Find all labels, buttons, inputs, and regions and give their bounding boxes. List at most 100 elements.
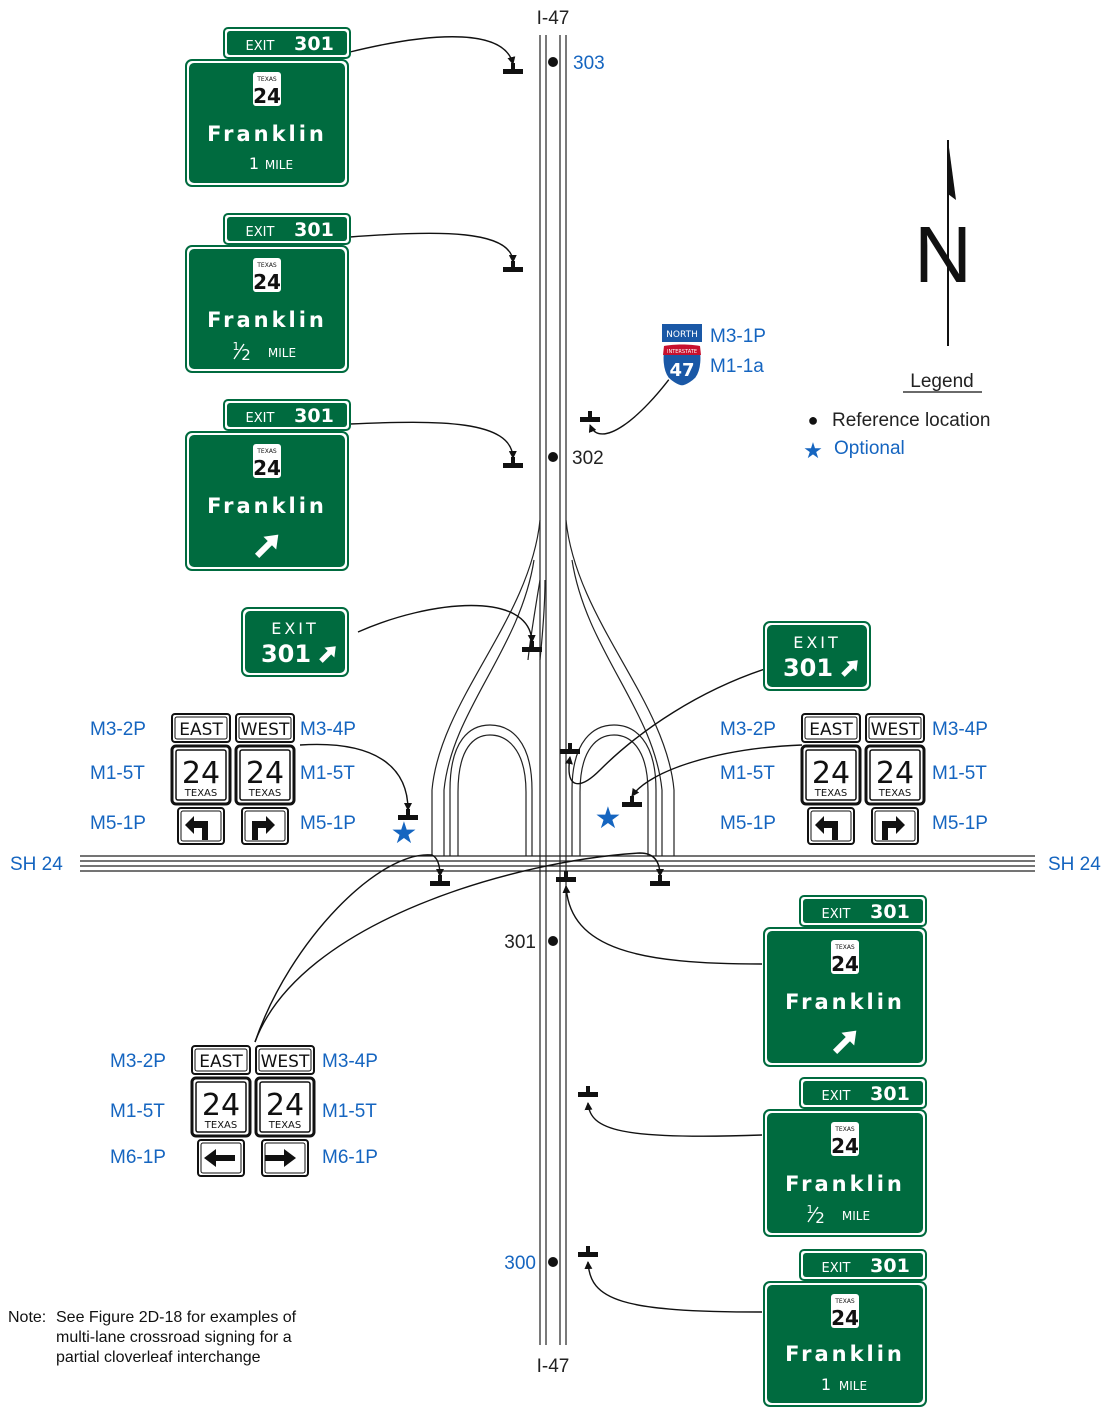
shield-state: TEXAS	[268, 1120, 301, 1131]
note-label: Note:	[8, 1309, 46, 1326]
reference-location-302: 302	[548, 448, 604, 469]
route-label-top: I-47	[537, 8, 570, 29]
sign-support-icon	[578, 1246, 598, 1257]
ramps-and-loops	[431, 519, 675, 856]
exit-tab-word: EXIT	[246, 411, 275, 426]
sign-support-icon	[503, 63, 523, 74]
leader-lines	[254, 36, 803, 1313]
code-m1-5t: M1-5T	[720, 763, 775, 784]
guide-sign-half-mile-sb: EXIT 301 TEXAS 24 Franklin 1 2 MILE	[185, 213, 351, 373]
shield-number: 24	[246, 756, 284, 791]
guide-sign-1-mile-nb: EXIT 301 TEXAS 24 Franklin 1 MILE	[763, 1249, 927, 1407]
exit-tab-number: 301	[870, 901, 910, 923]
distance-number: 1	[249, 154, 259, 173]
gore-exit-word: EXIT	[793, 633, 841, 652]
shield-state: TEXAS	[814, 788, 847, 799]
code-m1-1a: M1-1a	[710, 356, 764, 377]
code-m1-5t: M1-5T	[932, 763, 987, 784]
exit-tab-word: EXIT	[246, 225, 275, 240]
fraction-denominator: 2	[241, 346, 251, 364]
destination: Franklin	[207, 122, 327, 146]
up-right-arrow-icon	[254, 534, 279, 559]
code-m3-2p: M3-2P	[90, 719, 146, 740]
gore-exit-word: EXIT	[271, 619, 319, 638]
up-right-arrow-icon	[319, 646, 336, 663]
sh24-crossroad	[80, 855, 1035, 872]
optional-star-icon: ★	[391, 817, 418, 850]
route-shield-icon	[253, 72, 281, 106]
destination: Franklin	[785, 1172, 905, 1196]
code-m3-2p: M3-2P	[110, 1051, 166, 1072]
reference-location-300: 300	[504, 1253, 558, 1274]
guide-sign-exit-direction-sb: EXIT 301 TEXAS 24 Franklin	[185, 399, 351, 571]
marker-band-text: INTERSTATE	[667, 349, 697, 355]
route-shield-icon	[831, 1122, 859, 1156]
guide-sign-exit-direction-nb: EXIT 301 TEXAS 24 Franklin	[763, 895, 927, 1067]
note-line: See Figure 2D-18 for examples of	[56, 1309, 297, 1326]
shield-number: 24	[831, 952, 859, 976]
shield-state: TEXAS	[256, 262, 277, 269]
gore-exit-sign-nb: EXIT 301	[763, 621, 871, 691]
shield-number: 24	[812, 756, 850, 791]
sign-support-icon	[430, 875, 450, 886]
route-shield-icon	[253, 258, 281, 292]
reference-label: 302	[572, 448, 604, 469]
legend-title: Legend	[910, 371, 973, 392]
exit-tab-word: EXIT	[822, 1089, 851, 1104]
up-right-arrow-icon	[841, 660, 858, 677]
i47-mainline	[539, 35, 567, 1345]
exit-tab-word: EXIT	[822, 907, 851, 922]
destination: Franklin	[785, 990, 905, 1014]
cardinal-east: EAST	[179, 720, 223, 740]
destination: Franklin	[785, 1342, 905, 1366]
cardinal-west: WEST	[871, 720, 920, 740]
fraction-denominator: 2	[815, 1209, 825, 1227]
sign-support-icon	[522, 641, 542, 652]
cardinal-west: WEST	[241, 720, 290, 740]
guide-sign-half-mile-nb: EXIT 301 TEXAS 24 Franklin 1 2 MILE	[763, 1077, 927, 1237]
note-line: partial cloverleaf interchange	[56, 1349, 261, 1366]
code-m1-5t: M1-5T	[322, 1101, 377, 1122]
gore-exit-number: 301	[261, 640, 311, 668]
code-m3-1p: M3-1P	[710, 326, 766, 347]
sign-support-icon	[622, 796, 642, 807]
optional-star-icon: ★	[595, 802, 622, 835]
interstate-route-marker: NORTH INTERSTATE 47	[662, 324, 702, 387]
shield-number: 24	[253, 456, 281, 480]
sign-supports	[398, 63, 670, 1257]
exit-tab-number: 301	[294, 219, 334, 241]
reference-label: 300	[504, 1253, 536, 1274]
route-assembly-left-turns: EAST WEST 24 TEXAS 24 TEXAS	[170, 713, 296, 845]
shield-state: TEXAS	[248, 788, 281, 799]
shield-state: TEXAS	[184, 788, 217, 799]
shield-number: 24	[831, 1306, 859, 1330]
reference-label: 303	[573, 53, 605, 74]
shield-number: 24	[202, 1088, 240, 1123]
distance-unit: MILE	[842, 1209, 870, 1223]
crossroad-label-east: SH 24	[1048, 854, 1101, 875]
shield-state: TEXAS	[256, 76, 277, 83]
code-m3-4p: M3-4P	[300, 719, 356, 740]
shield-state: TEXAS	[256, 448, 277, 455]
distance-unit: MILE	[265, 158, 293, 172]
exit-tab-word: EXIT	[246, 39, 275, 54]
code-m3-4p: M3-4P	[932, 719, 988, 740]
reference-dot-icon	[548, 1257, 558, 1267]
reference-dot-icon	[548, 57, 558, 67]
guide-sign-1-mile-sb: EXIT 301 TEXAS 24 Franklin 1 MILE	[185, 27, 351, 187]
legend-item-label: Optional	[834, 438, 905, 459]
route-label-bottom: I-47	[537, 1356, 570, 1377]
shield-state: TEXAS	[204, 1120, 237, 1131]
code-m5-1p: M5-1P	[932, 813, 988, 834]
turn-right-arrow-icon	[882, 816, 905, 840]
cardinal-east: EAST	[809, 720, 853, 740]
crossroad-label-west: SH 24	[10, 854, 63, 875]
code-m3-4p: M3-4P	[322, 1051, 378, 1072]
reference-dot-icon	[548, 936, 558, 946]
code-m5-1p: M5-1P	[90, 813, 146, 834]
code-m1-5t: M1-5T	[110, 1101, 165, 1122]
route-assembly-crossroad: EAST WEST 24 TEXAS 24 TEXAS	[190, 1045, 316, 1177]
sign-support-icon	[556, 871, 576, 882]
shield-state: TEXAS	[834, 1126, 855, 1133]
